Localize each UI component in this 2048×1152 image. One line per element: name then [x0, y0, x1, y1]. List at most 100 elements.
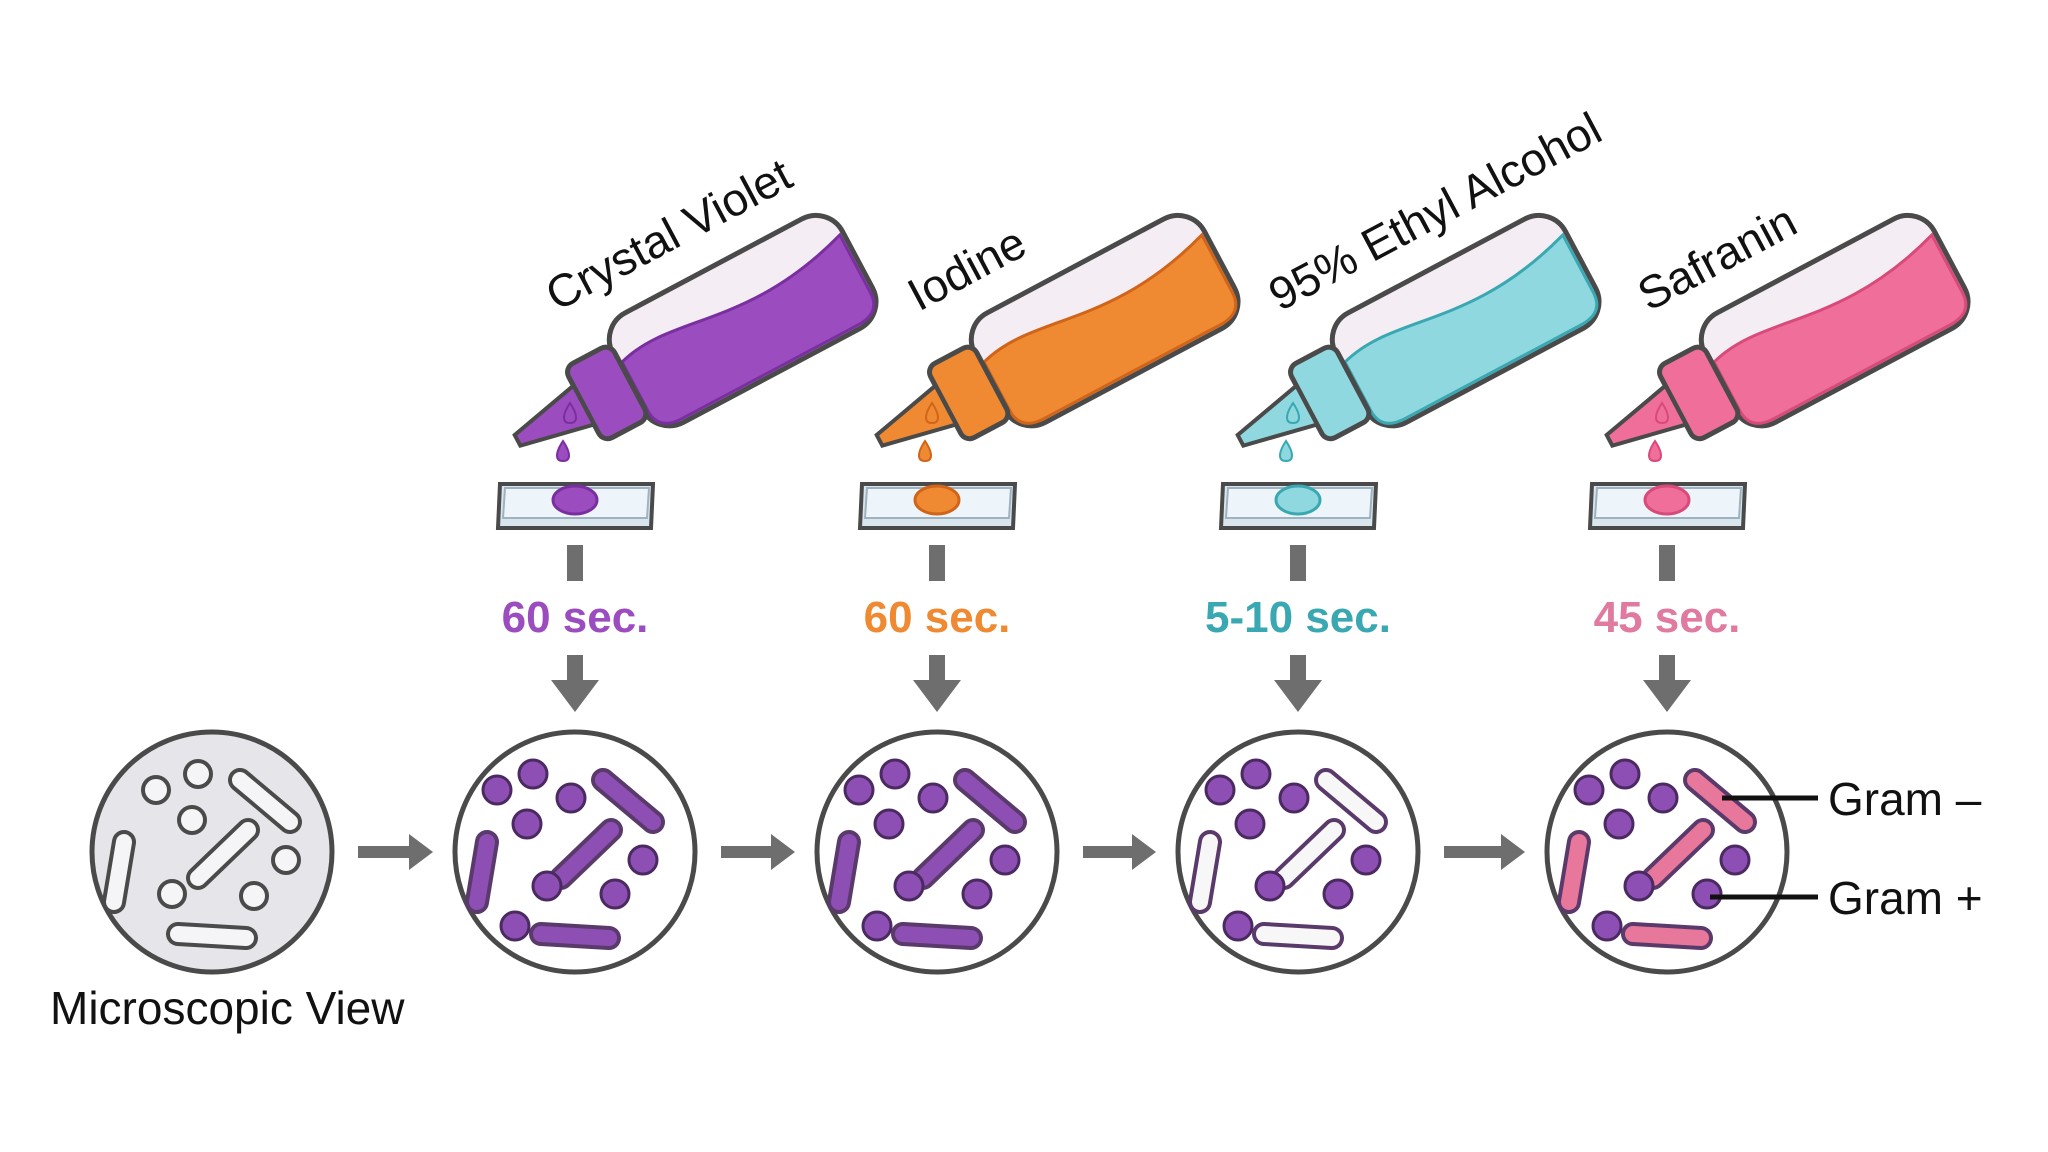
coccus-cell: [511, 808, 543, 840]
connector-bar: [1290, 545, 1306, 581]
coccus-cell: [183, 759, 213, 789]
coccus-cell: [599, 878, 631, 910]
connector-bar: [567, 545, 583, 581]
down-arrow-head: [1274, 680, 1322, 712]
microscopic-view: [1175, 729, 1421, 975]
coccus-cell: [989, 844, 1021, 876]
rod-cell-fill: [595, 772, 661, 830]
rod-cell-fill: [469, 834, 495, 910]
coccus-cell: [861, 910, 893, 942]
microscopic-view: [452, 729, 698, 975]
reagent-drop: [1648, 439, 1662, 463]
connector-bar: [929, 545, 945, 581]
microscopic-view: [1544, 729, 1790, 975]
bottle-liquid: [1712, 232, 1968, 425]
coccus-cell: [1623, 870, 1655, 902]
bottle-nozzle: [1604, 382, 1689, 448]
rod-cell-fill: [170, 926, 254, 946]
coccus-cell: [1591, 910, 1623, 942]
coccus-cell: [1647, 782, 1679, 814]
rod-cell-fill: [1192, 834, 1218, 910]
coccus-cell: [1350, 844, 1382, 876]
stain-spot: [551, 484, 599, 516]
right-arrow-shaft: [1444, 846, 1505, 858]
reagent-bottle: 95% Ethyl Alcohol: [1235, 102, 1610, 448]
right-arrow-head: [771, 834, 795, 870]
rod-cell-fill: [106, 834, 132, 910]
coccus-cell: [627, 844, 659, 876]
coccus-cell: [961, 878, 993, 910]
coccus-cell: [1254, 870, 1286, 902]
bottle-nozzle: [1235, 382, 1320, 448]
coccus-cell: [873, 808, 905, 840]
coccus-cell: [141, 775, 171, 805]
coccus-cell: [1222, 910, 1254, 942]
rod-cell-fill: [1645, 822, 1711, 886]
coccus-cell: [157, 879, 187, 909]
coccus-cell: [177, 805, 207, 835]
right-arrow-head: [1501, 834, 1525, 870]
microscopic-view: [89, 729, 335, 975]
step-time: 60 sec.: [864, 593, 1011, 642]
reagent-drop: [1655, 401, 1669, 425]
glass-slide: [1218, 482, 1379, 530]
rod-cell-fill: [1256, 926, 1340, 946]
reagent-drop: [918, 439, 932, 463]
down-arrow-shaft: [929, 655, 945, 683]
bottle-liquid: [620, 232, 876, 425]
microscopic-view-label: Microscopic View: [50, 982, 405, 1034]
gram-negative-label: Gram –: [1828, 773, 1982, 825]
down-arrow-head: [551, 680, 599, 712]
slides: [495, 482, 1748, 530]
coccus-cell: [1234, 808, 1266, 840]
microscopic-view: [814, 729, 1060, 975]
rod-cell-fill: [1561, 834, 1587, 910]
bottle-nozzle: [874, 382, 959, 448]
right-arrow-shaft: [721, 846, 775, 858]
reagent-drop: [1279, 439, 1293, 463]
down-arrow-shaft: [1290, 655, 1306, 683]
coccus-cell: [1573, 774, 1605, 806]
reagent-drop: [1286, 401, 1300, 425]
glass-slide: [495, 482, 656, 530]
bottle-liquid: [1343, 232, 1599, 425]
stain-spot: [1274, 484, 1322, 516]
coccus-cell: [879, 758, 911, 790]
coccus-cell: [481, 774, 513, 806]
connector-bar: [1659, 545, 1675, 581]
coccus-cell: [1204, 774, 1236, 806]
coccus-cell: [1240, 758, 1272, 790]
right-arrow-shaft: [1083, 846, 1136, 858]
step-time: 45 sec.: [1594, 593, 1741, 642]
rod-cell-fill: [915, 822, 981, 886]
down-arrow-shaft: [1659, 655, 1675, 683]
coccus-cell: [531, 870, 563, 902]
reagent-bottle: Safranin: [1604, 194, 1971, 448]
right-arrow-head: [1132, 834, 1156, 870]
reagent-drop: [556, 439, 570, 463]
coccus-cell: [1322, 878, 1354, 910]
right-arrow-shaft: [358, 846, 413, 858]
coccus-cell: [1603, 808, 1635, 840]
coccus-cell: [893, 870, 925, 902]
step-time: 60 sec.: [502, 593, 649, 642]
process-arrows: 60 sec.60 sec.5-10 sec.45 sec.: [358, 545, 1740, 870]
reagent-bottle: Iodine: [874, 212, 1241, 448]
rod-cell-fill: [190, 822, 256, 886]
bottle-liquid: [982, 232, 1238, 425]
rod-cell-fill: [1625, 926, 1709, 946]
microscopic-views: [89, 729, 1790, 975]
coccus-cell: [843, 774, 875, 806]
rod-cell-fill: [895, 926, 979, 946]
reagent-drop: [925, 401, 939, 425]
coccus-cell: [555, 782, 587, 814]
stain-spot: [1643, 484, 1691, 516]
bottle-nozzle: [512, 382, 597, 448]
coccus-cell: [1719, 844, 1751, 876]
down-arrow-head: [1643, 680, 1691, 712]
coccus-cell: [499, 910, 531, 942]
down-arrow-shaft: [567, 655, 583, 683]
glass-slide: [857, 482, 1018, 530]
coccus-cell: [1278, 782, 1310, 814]
